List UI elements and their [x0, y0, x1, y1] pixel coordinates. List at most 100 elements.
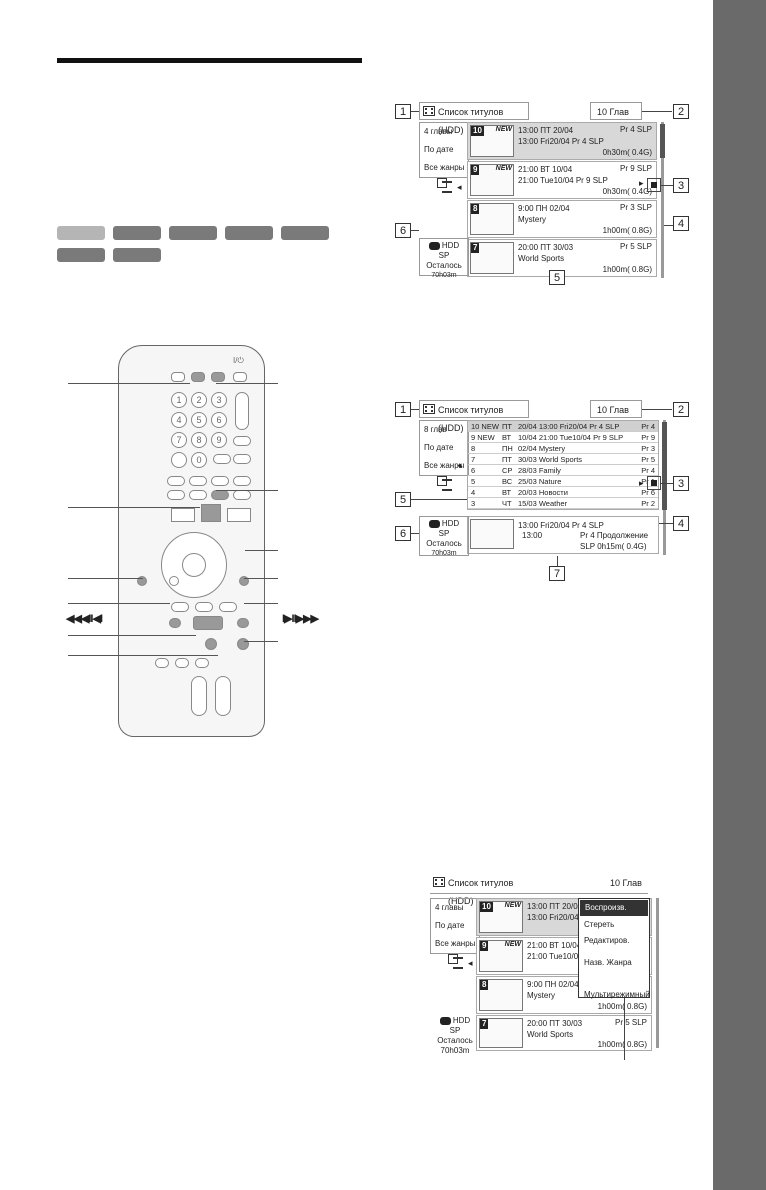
side-button-1[interactable]: [233, 436, 251, 446]
number-3-button[interactable]: 3: [211, 392, 227, 408]
title-entry[interactable]: 9 NEW 21:00 ВТ 10/04 Pr 9 SLP 21:00 Tue1…: [467, 161, 657, 199]
chip-2: [113, 226, 161, 240]
hdd-icon: [428, 519, 440, 528]
number-6-button[interactable]: 6: [211, 412, 227, 428]
eject-button[interactable]: [171, 372, 185, 382]
title-list-button[interactable]: [211, 490, 229, 500]
menu-item-by-date[interactable]: По дате: [424, 443, 454, 452]
left-side-button[interactable]: [137, 576, 147, 586]
dot-button[interactable]: [171, 452, 187, 468]
callout-line: [244, 578, 278, 579]
option-play[interactable]: Воспроизв.: [580, 900, 648, 916]
func-button-3[interactable]: [211, 476, 229, 486]
menu-item-chapters[interactable]: 4 главы: [424, 127, 453, 136]
option-edit[interactable]: Редактиров.: [584, 936, 630, 945]
callout-label-3: 3: [673, 178, 689, 193]
number-5-button[interactable]: 5: [191, 412, 207, 428]
func-button-8[interactable]: [233, 490, 251, 500]
func-button-2[interactable]: [189, 476, 207, 486]
section-heading-rule: [57, 58, 362, 63]
remote-control: I/⏻ 1 2 3 4 5 6 7 8 9 0: [118, 345, 265, 737]
skip-row-3[interactable]: [219, 602, 237, 612]
menu-item-by-date[interactable]: По дате: [435, 921, 465, 930]
entry-line2: Mystery: [518, 215, 546, 224]
scrollbar-thumb[interactable]: [660, 124, 665, 158]
right-arrow-icon: ▸: [639, 478, 644, 488]
func-button-5[interactable]: [167, 490, 185, 500]
volume-rocker[interactable]: [235, 392, 249, 430]
skip-row-1[interactable]: [171, 602, 189, 612]
number-4-button[interactable]: 4: [171, 412, 187, 428]
pin-line: [624, 998, 625, 1060]
scrollbar-thumb[interactable]: [662, 422, 667, 510]
func-button-4[interactable]: [233, 476, 251, 486]
pin-line: [557, 556, 558, 566]
pin-line: [411, 533, 419, 534]
pin-line: [661, 185, 673, 186]
rec-button[interactable]: [155, 658, 169, 668]
menu-button-left[interactable]: [171, 508, 195, 522]
scrollbar[interactable]: [656, 898, 659, 1048]
number-2-button[interactable]: 2: [191, 392, 207, 408]
play-button[interactable]: [193, 616, 223, 630]
title-entry[interactable]: 8 9:00 ПН 02/04 Pr 3 SLP Mystery 1h00m( …: [467, 200, 657, 238]
menu-item-by-date[interactable]: По дате: [424, 145, 454, 154]
skip-row-2[interactable]: [195, 602, 213, 612]
number-0-button[interactable]: 0: [191, 452, 207, 468]
menu-item-chapters[interactable]: 8 глав: [424, 425, 447, 434]
sort-menu: 4 главы По дате Все жанры: [430, 898, 480, 954]
menu-item-all-genres[interactable]: Все жанры: [424, 163, 465, 172]
rewind-button[interactable]: [169, 618, 181, 628]
number-8-button[interactable]: 8: [191, 432, 207, 448]
number-1-button[interactable]: 1: [171, 392, 187, 408]
callout-line: [68, 578, 143, 579]
option-genre-name[interactable]: Назв. Жанра: [584, 958, 632, 967]
side-button-3[interactable]: [233, 454, 251, 464]
rec-stop-button[interactable]: [175, 658, 189, 668]
forward-button[interactable]: [237, 618, 249, 628]
number-9-button[interactable]: 9: [211, 432, 227, 448]
top-button-left[interactable]: [191, 372, 205, 382]
right-side-button[interactable]: [239, 576, 249, 586]
top-button-right[interactable]: [211, 372, 225, 382]
power-button[interactable]: [233, 372, 247, 382]
pause-button[interactable]: [205, 638, 217, 650]
callout-label-5: 5: [549, 270, 565, 285]
tv-channel-rocker[interactable]: [215, 676, 231, 716]
return-button[interactable]: [169, 576, 179, 586]
title-list-screen-thumbnails: 1 Список титулов (HDD) 10 Глав 2 4 главы…: [395, 98, 710, 288]
menu-item-chapters[interactable]: 4 главы: [435, 903, 464, 912]
tools-button[interactable]: [201, 504, 221, 522]
stop-button[interactable]: [237, 638, 249, 650]
pin-line: [664, 225, 673, 226]
func-button-6[interactable]: [189, 490, 207, 500]
title-entry[interactable]: 10 NEW 13:00 ПТ 20/04 Pr 4 SLP 13:00 Fri…: [467, 122, 657, 160]
title-thumbnail: 8: [479, 979, 523, 1011]
tv-volume-rocker[interactable]: [191, 676, 207, 716]
title-thumbnail: 9 NEW: [479, 940, 523, 972]
scrollbar[interactable]: [661, 122, 664, 278]
chip-4: [225, 226, 273, 240]
title-entry[interactable]: 7 20:00 ПТ 30/03 Pr 5 SLP World Sports 1…: [476, 1015, 652, 1051]
hdd-status: HDD SP Осталось 70h03m: [437, 1016, 473, 1055]
number-7-button[interactable]: 7: [171, 432, 187, 448]
option-erase[interactable]: Стереть: [584, 920, 615, 929]
enter-button[interactable]: [182, 553, 206, 577]
menu-button-right[interactable]: [227, 508, 251, 522]
title-entry[interactable]: 10 NEW 13:00 ПТ 20/04 13:00 Fri20/04 F: [476, 898, 652, 936]
option-multimode[interactable]: Мультирежимный: [584, 990, 650, 999]
rec-mode-button[interactable]: [195, 658, 209, 668]
side-button-2[interactable]: [213, 454, 231, 464]
pin-line: [411, 230, 419, 231]
menu-item-all-genres[interactable]: Все жанры: [424, 461, 465, 470]
func-button-1[interactable]: [167, 476, 185, 486]
menu-item-all-genres[interactable]: Все жанры: [435, 939, 476, 948]
